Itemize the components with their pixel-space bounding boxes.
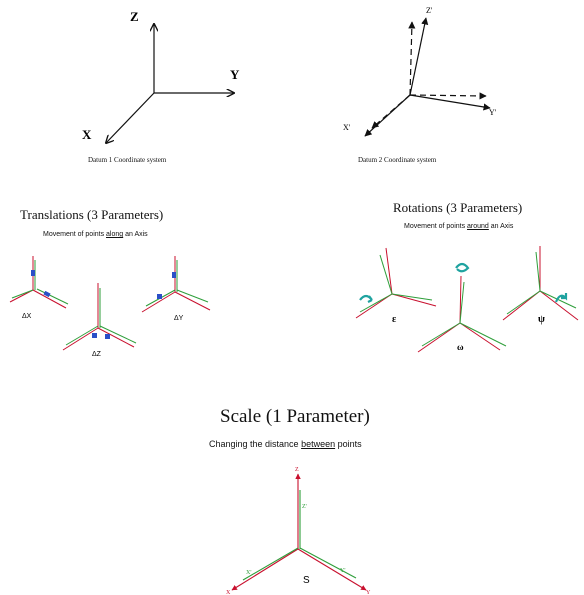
- translation-marker: [157, 294, 162, 299]
- triad-x2: [421, 322, 461, 347]
- rotations-subtitle-after: an Axis: [488, 223, 514, 230]
- triad-z2: [379, 254, 393, 295]
- triad-y2: [391, 293, 433, 301]
- datum1-y-label: Y: [230, 67, 240, 82]
- translation-triad-dz: [62, 283, 137, 351]
- rotation-triad-psi: [502, 246, 579, 321]
- label-dy: ΔY: [174, 315, 184, 322]
- scale-y-label: Y: [366, 590, 371, 595]
- datum2-caption: Datum 2 Coordinate system: [358, 156, 437, 164]
- triad-y2: [36, 288, 69, 305]
- rotation-triad-epsilon: [355, 247, 437, 319]
- triad-x2: [65, 325, 99, 346]
- datum2-z-axis-dashed: [408, 21, 416, 96]
- translations-subtitle: Movement of points along an Axis: [43, 231, 148, 238]
- translation-marker: [31, 270, 35, 276]
- datum1-axes: Z Y X: [82, 9, 240, 143]
- scale-x2-axis: [242, 547, 299, 581]
- translation-marker: [172, 272, 176, 278]
- scale-subtitle-before: Changing the distance: [209, 439, 302, 449]
- translation-triad-dy: [141, 256, 211, 313]
- translation-triad-dx: [9, 256, 69, 309]
- triad-y: [391, 293, 437, 307]
- triad-y2: [176, 289, 209, 303]
- datum2-x-axis: [364, 94, 411, 137]
- label-psi: ψ: [538, 314, 545, 325]
- scale-x-axis: [231, 548, 299, 591]
- scale-y2-axis: [299, 547, 357, 579]
- label-dz: ΔZ: [92, 351, 102, 358]
- label-epsilon: ε: [392, 314, 397, 325]
- triad-y: [97, 327, 135, 348]
- rotations-title: Rotations (3 Parameters): [393, 200, 523, 215]
- triad-x2: [506, 290, 541, 315]
- triad-y: [32, 289, 67, 309]
- datum2-axes: Z' Y' X': [343, 6, 497, 137]
- scale-triad: Z Z' X X' Y Y': [226, 467, 371, 595]
- triad-x: [417, 322, 461, 353]
- scale-y-axis: [297, 548, 367, 591]
- triad-z2: [459, 281, 465, 324]
- triad-y2: [459, 322, 507, 347]
- triad-y: [459, 322, 501, 351]
- scale-z-label: Z: [295, 467, 299, 473]
- datum2-z-axis: [409, 17, 429, 96]
- scale-subtitle-keyword: between: [301, 439, 336, 449]
- datum2-y-axis: [409, 94, 491, 111]
- scale-y2-label: Y': [340, 568, 345, 574]
- datum2-y-label: Y': [489, 108, 497, 117]
- scale-x-label: X: [226, 590, 231, 595]
- translations-subtitle-before: Movement of points: [43, 231, 107, 238]
- triad-y: [174, 291, 211, 311]
- rotations-subtitle-keyword: around: [467, 223, 489, 230]
- triad-z: [459, 275, 462, 324]
- triad-z: [385, 247, 393, 295]
- triad-x: [355, 293, 393, 319]
- scale-subtitle: Changing the distance between points: [209, 439, 362, 449]
- scale-x2-label: X': [246, 570, 251, 576]
- triad-x: [62, 327, 99, 351]
- rotation-arrow-icon: [455, 262, 470, 273]
- scale-title: Scale (1 Parameter): [220, 406, 370, 427]
- scale-z2-label: Z': [302, 504, 307, 510]
- rotations-subtitle: Movement of points around an Axis: [404, 223, 513, 230]
- datum1-z-label: Z: [130, 9, 139, 24]
- datum1-x-label: X: [82, 127, 92, 142]
- datum2-y-axis-dashed: [409, 92, 487, 100]
- scale-label: S: [303, 575, 310, 586]
- triad-x: [141, 291, 176, 313]
- triad-x2: [359, 293, 393, 313]
- translations-subtitle-keyword: along: [106, 231, 124, 238]
- triad-x: [9, 289, 34, 303]
- datum2-x-label: X': [343, 123, 351, 132]
- label-dx: ΔX: [22, 313, 32, 320]
- triad-y2: [99, 325, 137, 344]
- datum1-x-axis: [106, 92, 155, 143]
- translations-subtitle-after: an Axis: [123, 231, 148, 238]
- translation-marker: [105, 334, 110, 339]
- translation-marker: [43, 290, 51, 298]
- scale-subtitle-after: points: [335, 439, 362, 449]
- datum1-caption: Datum 1 Coordinate system: [88, 156, 167, 164]
- rotation-arrow-icon: [359, 294, 373, 303]
- datum2-z-label: Z': [426, 6, 433, 15]
- rotations-subtitle-before: Movement of points: [404, 223, 468, 230]
- datum2-x-axis-dashed: [371, 94, 411, 129]
- triad-y: [539, 290, 579, 321]
- triad-x2: [11, 289, 34, 299]
- rotation-triad-omega: [417, 262, 507, 353]
- label-omega: ω: [457, 342, 464, 352]
- translations-title: Translations (3 Parameters): [20, 207, 164, 222]
- triad-z2: [535, 251, 541, 292]
- translation-marker: [92, 333, 97, 338]
- rotation-arrow-icon: [554, 293, 568, 303]
